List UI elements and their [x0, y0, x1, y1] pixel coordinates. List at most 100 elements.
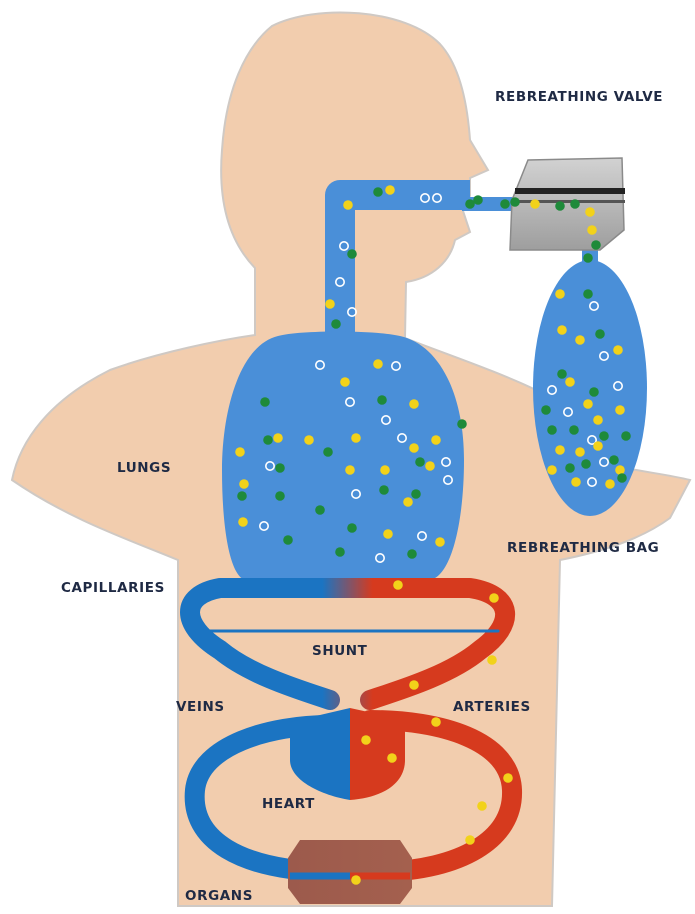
label-lungs: LUNGS — [117, 460, 171, 476]
molecule-green — [581, 459, 591, 469]
molecule-green — [557, 369, 567, 379]
molecule-green — [411, 489, 421, 499]
molecule-green — [570, 199, 580, 209]
molecule-yellow — [431, 435, 441, 445]
molecule-yellow — [304, 435, 314, 445]
molecule-green — [595, 329, 605, 339]
molecule-yellow — [583, 399, 593, 409]
molecule-green — [589, 387, 599, 397]
molecule-yellow — [585, 207, 595, 217]
molecule-green — [541, 405, 551, 415]
molecule-green — [565, 463, 575, 473]
molecule-yellow — [361, 735, 371, 745]
molecule-yellow — [593, 415, 603, 425]
molecule-green — [609, 455, 619, 465]
molecule-green — [260, 397, 270, 407]
rebreathing-valve-icon — [510, 158, 625, 250]
molecule-yellow — [373, 359, 383, 369]
molecule-yellow — [385, 185, 395, 195]
molecule-green — [415, 457, 425, 467]
molecule-yellow — [435, 537, 445, 547]
molecule-yellow — [575, 447, 585, 457]
molecule-yellow — [425, 461, 435, 471]
molecule-green — [599, 431, 609, 441]
molecule-yellow — [565, 377, 575, 387]
molecule-green — [237, 491, 247, 501]
molecule-green — [275, 491, 285, 501]
molecule-green — [315, 505, 325, 515]
molecule-yellow — [431, 717, 441, 727]
molecule-yellow — [477, 801, 487, 811]
molecule-yellow — [555, 445, 565, 455]
molecule-green — [331, 319, 341, 329]
label-rebreathing-bag: REBREATHING BAG — [507, 540, 659, 556]
molecule-yellow — [575, 335, 585, 345]
molecule-green — [323, 447, 333, 457]
organs-icon — [288, 840, 412, 904]
molecule-green — [263, 435, 273, 445]
molecule-green — [347, 523, 357, 533]
molecule-yellow — [557, 325, 567, 335]
label-arteries: ARTERIES — [453, 699, 531, 715]
molecule-green — [379, 485, 389, 495]
molecule-yellow — [605, 479, 615, 489]
molecule-green — [621, 431, 631, 441]
label-heart: HEART — [262, 796, 315, 812]
molecule-yellow — [503, 773, 513, 783]
molecule-green — [373, 187, 383, 197]
molecule-yellow — [615, 465, 625, 475]
molecule-yellow — [587, 225, 597, 235]
label-veins: VEINS — [176, 699, 225, 715]
molecule-yellow — [239, 479, 249, 489]
molecule-green — [347, 249, 357, 259]
molecule-yellow — [325, 299, 335, 309]
molecule-green — [583, 253, 593, 263]
molecule-yellow — [345, 465, 355, 475]
molecule-green — [407, 549, 417, 559]
molecule-green — [377, 395, 387, 405]
molecule-yellow — [343, 200, 353, 210]
molecule-yellow — [555, 289, 565, 299]
molecule-green — [335, 547, 345, 557]
molecule-green — [555, 201, 565, 211]
label-capillaries: CAPILLARIES — [61, 580, 165, 596]
molecule-green — [500, 199, 510, 209]
molecule-yellow — [273, 433, 283, 443]
molecule-green — [583, 289, 593, 299]
molecule-green — [275, 463, 285, 473]
molecule-yellow — [465, 835, 475, 845]
molecule-green — [617, 473, 627, 483]
molecule-green — [473, 195, 483, 205]
molecule-yellow — [387, 753, 397, 763]
molecule-yellow — [238, 517, 248, 527]
molecule-green — [547, 425, 557, 435]
molecule-yellow — [409, 443, 419, 453]
label-organs: ORGANS — [185, 888, 253, 904]
molecule-yellow — [235, 447, 245, 457]
molecule-yellow — [409, 399, 419, 409]
molecule-green — [591, 240, 601, 250]
molecule-green — [510, 197, 520, 207]
molecule-yellow — [593, 441, 603, 451]
label-rebreathing-valve: REBREATHING VALVE — [495, 89, 663, 105]
molecule-yellow — [571, 477, 581, 487]
molecule-green — [457, 419, 467, 429]
molecule-yellow — [380, 465, 390, 475]
molecule-yellow — [615, 405, 625, 415]
molecule-yellow — [613, 345, 623, 355]
lungs — [222, 332, 464, 581]
molecule-yellow — [403, 497, 413, 507]
molecule-green — [569, 425, 579, 435]
molecule-yellow — [487, 655, 497, 665]
molecule-yellow — [409, 680, 419, 690]
molecule-yellow — [340, 377, 350, 387]
molecule-yellow — [351, 875, 361, 885]
molecule-yellow — [351, 433, 361, 443]
molecule-green — [283, 535, 293, 545]
molecule-yellow — [383, 529, 393, 539]
molecule-yellow — [530, 199, 540, 209]
label-shunt: SHUNT — [312, 643, 368, 659]
molecule-yellow — [547, 465, 557, 475]
molecule-yellow — [489, 593, 499, 603]
molecule-yellow — [393, 580, 403, 590]
